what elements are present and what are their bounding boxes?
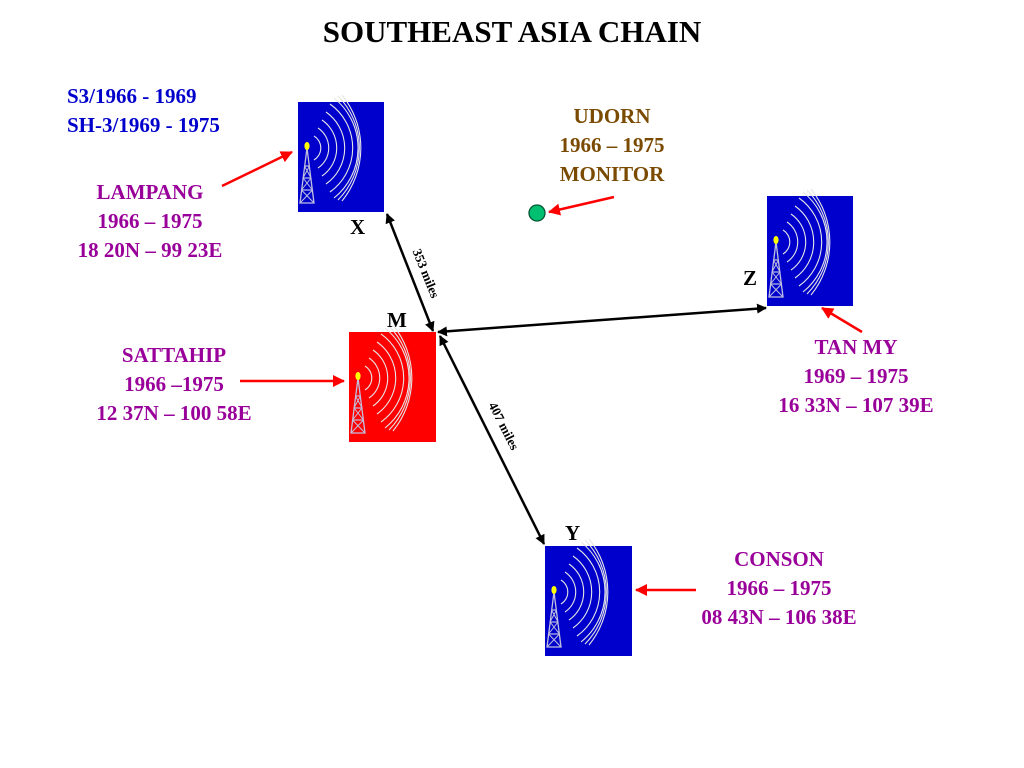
slide-title: SOUTHEAST ASIA CHAIN — [322, 14, 702, 49]
station-y-conson — [545, 538, 632, 656]
station-years: 1966 – 1975 — [726, 576, 832, 600]
station-years: 1966 – 1975 — [97, 209, 203, 233]
station-letter-x: X — [350, 215, 366, 239]
station-x-lampang — [298, 94, 384, 212]
baseline-m-z — [437, 303, 767, 337]
label-sattahip: SATTAHIP 1966 –1975 12 37N – 100 58E — [64, 341, 284, 428]
station-z-tanmy — [767, 188, 853, 306]
baseline-m-y — [438, 335, 546, 545]
station-name: LAMPANG — [96, 180, 204, 204]
equipment-note: S3/1966 - 1969 SH-3/1969 - 1975 — [67, 82, 220, 140]
station-years: 1969 – 1975 — [803, 364, 909, 388]
arrow-udorn — [548, 195, 615, 216]
label-tanmy: TAN MY 1969 – 1975 16 33N – 107 39E — [746, 333, 966, 420]
station-coords: 12 37N – 100 58E — [96, 401, 252, 425]
station-m-sattahip — [349, 324, 436, 442]
baseline-label-mx: 353 miles — [410, 247, 443, 300]
baseline-m-x — [385, 213, 435, 332]
station-letter-m: M — [387, 308, 407, 332]
label-lampang: LAMPANG 1966 – 1975 18 20N – 99 23E — [50, 178, 250, 265]
station-name: TAN MY — [814, 335, 898, 359]
equipment-line-1: S3/1966 - 1969 — [67, 84, 197, 108]
monitor-name: UDORN — [573, 104, 651, 128]
arrow-lampang — [221, 150, 293, 188]
station-box-z — [767, 196, 853, 306]
station-letter-y: Y — [565, 521, 581, 545]
station-coords: 18 20N – 99 23E — [77, 238, 223, 262]
arrow-tanmy — [821, 306, 863, 334]
station-name: CONSON — [734, 547, 824, 571]
station-letter-z: Z — [743, 266, 758, 290]
station-coords: 08 43N – 106 38E — [701, 605, 857, 629]
monitor-years: 1966 – 1975 — [559, 133, 665, 157]
station-name: SATTAHIP — [121, 343, 227, 367]
label-conson: CONSON 1966 – 1975 08 43N – 106 38E — [669, 545, 889, 632]
baseline-label-my: 407 miles — [486, 400, 523, 453]
station-years: 1966 –1975 — [124, 372, 224, 396]
station-box-x — [298, 102, 384, 212]
monitor-role: MONITOR — [559, 162, 665, 186]
monitor-circle-icon — [528, 204, 546, 222]
label-udorn-monitor: UDORN 1966 – 1975 MONITOR — [532, 102, 692, 189]
station-coords: 16 33N – 107 39E — [778, 393, 934, 417]
equipment-line-2: SH-3/1969 - 1975 — [67, 113, 220, 137]
